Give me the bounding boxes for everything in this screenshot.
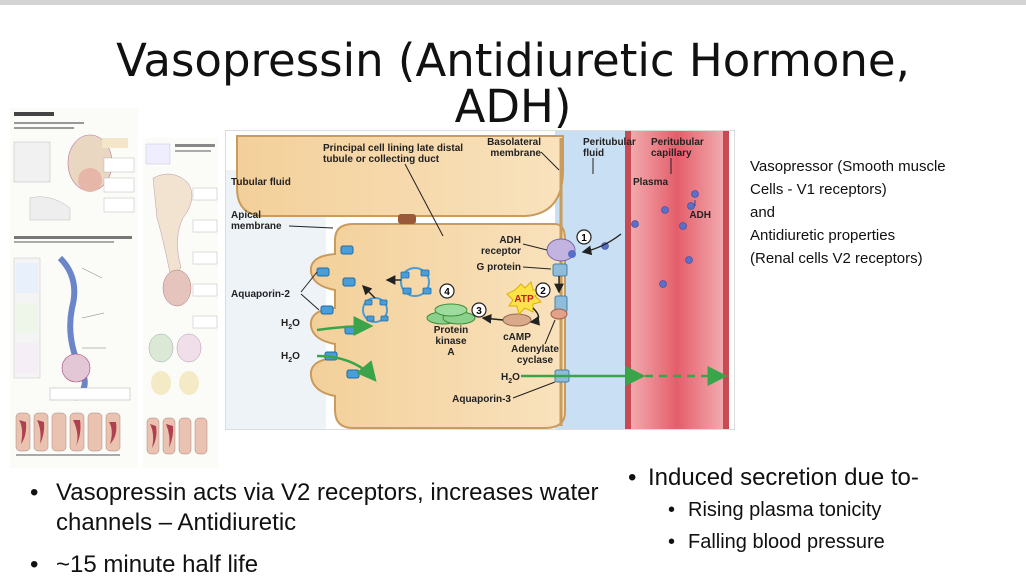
camp-molecule — [502, 313, 532, 327]
pituitary-figure — [10, 108, 138, 468]
hypothalamus-figure-graphic — [143, 138, 218, 468]
plasma-label: Plasma — [633, 177, 668, 188]
right-bullet-list: Induced secretion due to- Rising plasma … — [628, 462, 1008, 558]
step-2-label: 2 — [540, 286, 546, 297]
caption-line-2: Cells - V1 receptors) — [750, 181, 887, 198]
bullet-half-life: ~15 minute half life — [30, 550, 610, 580]
caption-line-1: Vasopressor (Smooth muscle — [750, 158, 946, 175]
step-4-label: 4 — [444, 287, 450, 298]
peritubular-fluid-label: Peritubular — [583, 137, 636, 148]
h2o-label-3: H2O — [501, 372, 520, 385]
adenylate-cyclase — [550, 308, 568, 320]
adh-receptor-label: ADH — [499, 235, 521, 246]
g-protein — [552, 263, 568, 277]
sub-bullet-blood-pressure: Falling blood pressure — [668, 526, 1008, 558]
protein-kinase-label: Protein — [434, 325, 468, 336]
tubular-fluid-label: Tubular fluid — [231, 177, 291, 188]
g-protein-label: G protein — [477, 262, 521, 273]
adh-diagram-svg: Protein kinase A cAMP ATP — [224, 129, 736, 431]
adh-mechanism-diagram: Protein kinase A cAMP ATP — [224, 129, 736, 431]
sub-bullet-tonicity: Rising plasma tonicity — [668, 494, 1008, 526]
step-2-circle — [535, 282, 551, 298]
protein-kinase-label-2: kinase — [435, 336, 467, 347]
apical-label-2: membrane — [231, 221, 282, 232]
h2o-label-2: H2O — [281, 351, 300, 364]
apical-label: Apical — [231, 210, 261, 221]
protein-kinase-a — [426, 303, 476, 325]
step-3-circle — [471, 302, 487, 318]
basolateral-label: Basolateral — [487, 137, 541, 148]
h2o-label-1: H2O — [281, 318, 300, 331]
caption-line-5: (Renal cells V2 receptors) — [750, 250, 923, 267]
caption-line-3: and — [750, 204, 776, 221]
aquaporin-2-channels — [316, 245, 360, 379]
receptor-caption: Vasopressor (Smooth muscle Cells - V1 re… — [750, 155, 1010, 270]
pituitary-figure-graphic — [10, 108, 138, 468]
aquaporin-2-label: Aquaporin-2 — [231, 289, 290, 300]
left-bullet-list: Vasopressin acts via V2 receptors, incre… — [30, 478, 610, 580]
camp-label: cAMP — [503, 332, 531, 343]
peritubular-capillary-label-2: capillary — [651, 148, 692, 159]
step-1-circle — [576, 229, 592, 245]
bullet-induced-secretion: Induced secretion due to- — [628, 462, 1008, 494]
adenylate-cyclase-label-2: cyclase — [517, 355, 554, 366]
slide-title: Vasopressin (Antidiuretic Hormone, ADH) — [60, 38, 966, 130]
peritubular-fluid-label-2: fluid — [583, 148, 604, 159]
title-line-2: ADH) — [454, 80, 572, 133]
principal-cell-label: Principal cell lining late distal — [323, 143, 463, 154]
adenylate-cyclase-label: Adenylate — [511, 344, 559, 355]
protein-kinase-label-3: A — [447, 347, 454, 358]
capillary-region — [627, 131, 727, 429]
step-1-label: 1 — [581, 233, 587, 244]
caption-line-4: Antidiuretic properties — [750, 227, 896, 244]
aquaporin-vesicle-1 — [400, 267, 430, 297]
step-3-label: 3 — [476, 306, 482, 317]
peritubular-capillary-label: Peritubular — [651, 137, 704, 148]
atp-label: ATP — [514, 294, 534, 305]
basolateral-label-2: membrane — [490, 148, 541, 159]
upper-cell — [236, 135, 564, 217]
adh-receptor-label-2: receptor — [481, 246, 521, 257]
bullet-v2-receptors: Vasopressin acts via V2 receptors, incre… — [30, 478, 610, 538]
aquaporin-3-label: Aquaporin-3 — [452, 394, 511, 405]
title-line-1: Vasopressin (Antidiuretic Hormone, — [116, 34, 910, 87]
hypothalamus-figure — [143, 138, 218, 468]
adh-label: ADH — [689, 210, 711, 221]
atp-burst — [506, 281, 543, 315]
tight-junction — [398, 214, 416, 224]
step-4-circle — [439, 283, 455, 299]
principal-cell-label-2: tubule or collecting duct — [323, 154, 440, 165]
top-border — [0, 0, 1026, 5]
